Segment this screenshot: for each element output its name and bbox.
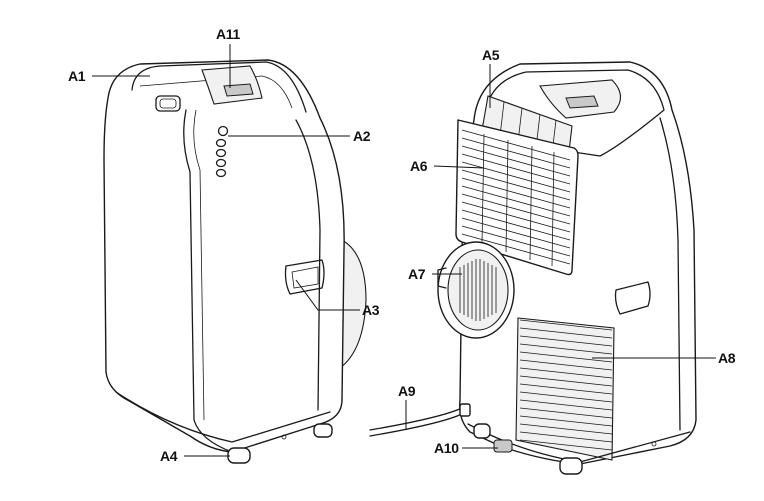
- control-panel: [215, 125, 229, 178]
- side-intake-bulge: [337, 237, 367, 370]
- label-a10: A10: [434, 440, 459, 456]
- label-a5: A5: [482, 47, 500, 63]
- base-edge: [115, 391, 331, 443]
- rear-caster-back: [473, 423, 491, 439]
- side-handle-recess: [291, 266, 319, 289]
- side-contour: [295, 119, 321, 411]
- label-a3: A3: [362, 302, 380, 318]
- exhaust-clip: [437, 267, 447, 289]
- callout-labels: A1 A11 A2 A3 A4 A5 A6 A7 A8 A9 A10: [68, 26, 736, 464]
- drain-hose-inner: [369, 407, 463, 431]
- top-inner-edge: [139, 75, 293, 109]
- hose-connector: [459, 403, 471, 417]
- leader-a6: [433, 165, 485, 169]
- rear-caster-left: [313, 423, 333, 438]
- drain-hose: [369, 413, 463, 437]
- rear-grille-mullions: [481, 133, 555, 267]
- label-a2: A2: [353, 128, 371, 144]
- rear-grille-slats: [461, 129, 571, 265]
- rear-outlet-slot: [565, 95, 599, 109]
- rear-side-contour: [659, 117, 681, 431]
- leader-lines: [92, 44, 716, 457]
- front-caster: [227, 447, 251, 464]
- label-a1: A1: [68, 68, 86, 84]
- outlet-slot: [223, 83, 254, 97]
- exhaust-inner-ring: [447, 249, 509, 331]
- drain-plug-cap: [493, 439, 513, 453]
- power-button: [217, 125, 229, 137]
- rear-side-handle: [614, 281, 651, 315]
- rear-drain-point: [651, 441, 657, 447]
- leader-a3: [295, 279, 360, 311]
- label-a9: A9: [398, 383, 416, 399]
- fan-button: [215, 148, 227, 158]
- rear-unit: [369, 61, 697, 475]
- label-a7: A7: [408, 266, 426, 282]
- upper-filter-ribs: [499, 101, 557, 155]
- lower-filter-slats: [519, 319, 613, 451]
- label-a11: A11: [216, 26, 241, 42]
- front-panel-divide-inner: [193, 109, 205, 421]
- down-button: [215, 168, 227, 178]
- mode-button: [215, 138, 227, 148]
- side-handle: [284, 259, 325, 295]
- label-a8: A8: [718, 350, 736, 366]
- front-unit: [103, 59, 367, 464]
- front-handle: [155, 95, 181, 112]
- front-body: [103, 59, 345, 453]
- rear-caster-front: [559, 457, 583, 475]
- exhaust-fins: [459, 259, 497, 321]
- front-panel-divide: [183, 109, 233, 453]
- front-handle-recess: [159, 98, 177, 109]
- up-button: [215, 158, 227, 168]
- exhaust-outlet: [437, 241, 515, 339]
- drain-plug: [281, 434, 287, 440]
- rear-grille-frame: [455, 119, 579, 276]
- top-frame: [131, 61, 307, 113]
- label-a4: A4: [160, 448, 178, 464]
- label-a6: A6: [410, 158, 428, 174]
